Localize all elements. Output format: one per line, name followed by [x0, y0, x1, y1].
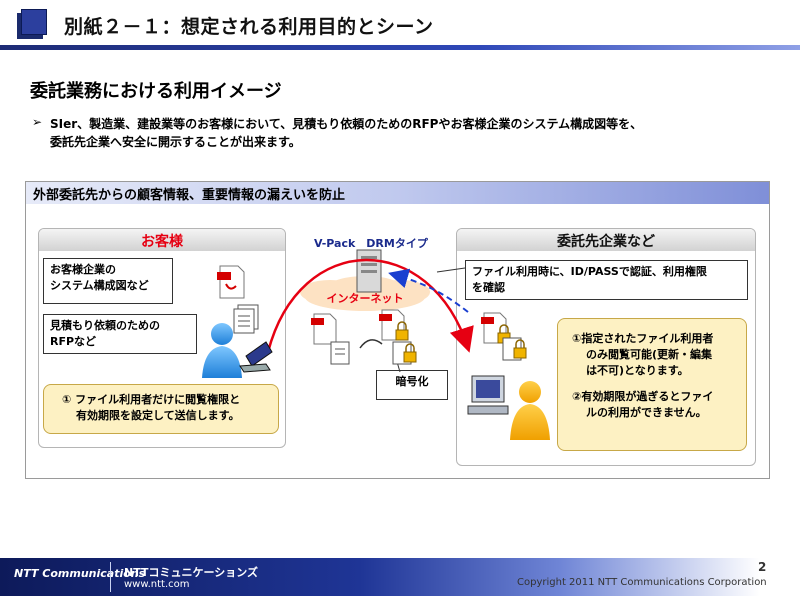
locked-pdf-icon-middle — [379, 309, 409, 341]
customer-step-box: ① ファイル利用者だけに閲覧権限と 有効期限を設定して送信します。 — [43, 384, 279, 434]
panel-header-bar — [26, 182, 769, 204]
customer-step-line1: ① ファイル利用者だけに閲覧権限と — [62, 393, 241, 406]
customer-note2-line1: 見積もり依頼のための — [50, 319, 160, 332]
header-rule — [0, 45, 800, 50]
ntt-logo: NTT Communications — [14, 567, 146, 580]
vendor-rule2-line2: ルの利用ができません。 — [586, 406, 707, 419]
encrypt-curve-arrow — [359, 339, 383, 349]
header-square-icon — [21, 9, 47, 35]
server-icon — [356, 249, 382, 293]
vendor-rule2-line1: ②有効期限が過ぎるとファイ — [572, 390, 714, 403]
customer-note-rfp: 見積もり依頼のための RFPなど — [43, 314, 197, 354]
footer-company-name: NTTコミュニケーションズ — [124, 566, 259, 579]
vendor-rules-box: ①指定されたファイル利用者 のみ閲覧可能(更新・編集 は不可)となります。 ②有… — [557, 318, 747, 451]
vendor-rule1-line3: は不可)となります。 — [586, 364, 689, 377]
vendor-note-line1: ファイル利用時に、ID/PASSで認証、利用権限 — [472, 265, 707, 278]
internet-cloud-icon — [300, 276, 430, 311]
auth-arrow — [388, 268, 469, 313]
customer-note1-line1: お客様企業の — [50, 263, 116, 276]
document-icon — [233, 304, 259, 334]
copyright: Copyright 2011 NTT Communications Corpor… — [517, 577, 767, 588]
auth-callout-line — [436, 267, 466, 273]
page-title: 別紙２－１：想定される利用目的とシーン — [64, 16, 434, 38]
vendor-header-bar — [457, 229, 755, 251]
panel-title: 外部委託先からの顧客情報、重要情報の漏えいを防止 — [33, 188, 346, 203]
intro-line-1: SIer、製造業、建設業等のお客様において、見積もり依頼のためのRFPやお客様企… — [50, 117, 643, 131]
customer-person-icon — [202, 323, 242, 378]
laptop-icon — [239, 341, 273, 373]
intro-line-2: 委託先企業へ安全に開示することが出来ます。 — [50, 135, 301, 149]
customer-header-bar — [39, 229, 285, 251]
vendor-auth-note: ファイル利用時に、ID/PASSで認証、利用権限 を確認 — [465, 260, 748, 300]
encryption-label: 暗号化 — [376, 370, 448, 400]
vpack-drm-label: V-Pack DRMタイプ — [314, 237, 428, 250]
vendor-rule1-line1: ①指定されたファイル利用者 — [572, 332, 714, 345]
locked-document-icon-vendor — [502, 337, 527, 361]
desktop-computer-icon — [467, 375, 509, 415]
footer-band — [0, 558, 800, 596]
locked-document-icon-middle — [392, 341, 417, 365]
section-title: 委託業務における利用イメージ — [30, 81, 282, 102]
footer-divider — [110, 562, 111, 592]
customer-title: お客様 — [141, 234, 183, 250]
vendor-person-icon — [510, 381, 550, 440]
vendor-note-line2: を確認 — [472, 281, 505, 294]
document-icon-middle — [330, 341, 350, 365]
vendor-title: 委託先企業など — [557, 234, 655, 250]
customer-note-system-diagram: お客様企業の システム構成図など — [43, 258, 173, 304]
footer-url: www.ntt.com — [124, 579, 190, 590]
customer-note1-line2: システム構成図など — [50, 279, 149, 292]
page-number: 2 — [758, 560, 767, 574]
vendor-rule1-line2: のみ閲覧可能(更新・編集 — [586, 348, 713, 361]
customer-note2-line2: RFPなど — [50, 335, 97, 348]
send-arrow — [266, 258, 474, 353]
customer-step-line2: 有効期限を設定して送信します。 — [76, 409, 240, 422]
pdf-file-icon — [217, 265, 245, 299]
internet-label: インターネット — [327, 292, 404, 305]
pdf-file-icon-middle — [311, 313, 337, 345]
bullet-arrow-icon: ➢ — [32, 115, 43, 129]
